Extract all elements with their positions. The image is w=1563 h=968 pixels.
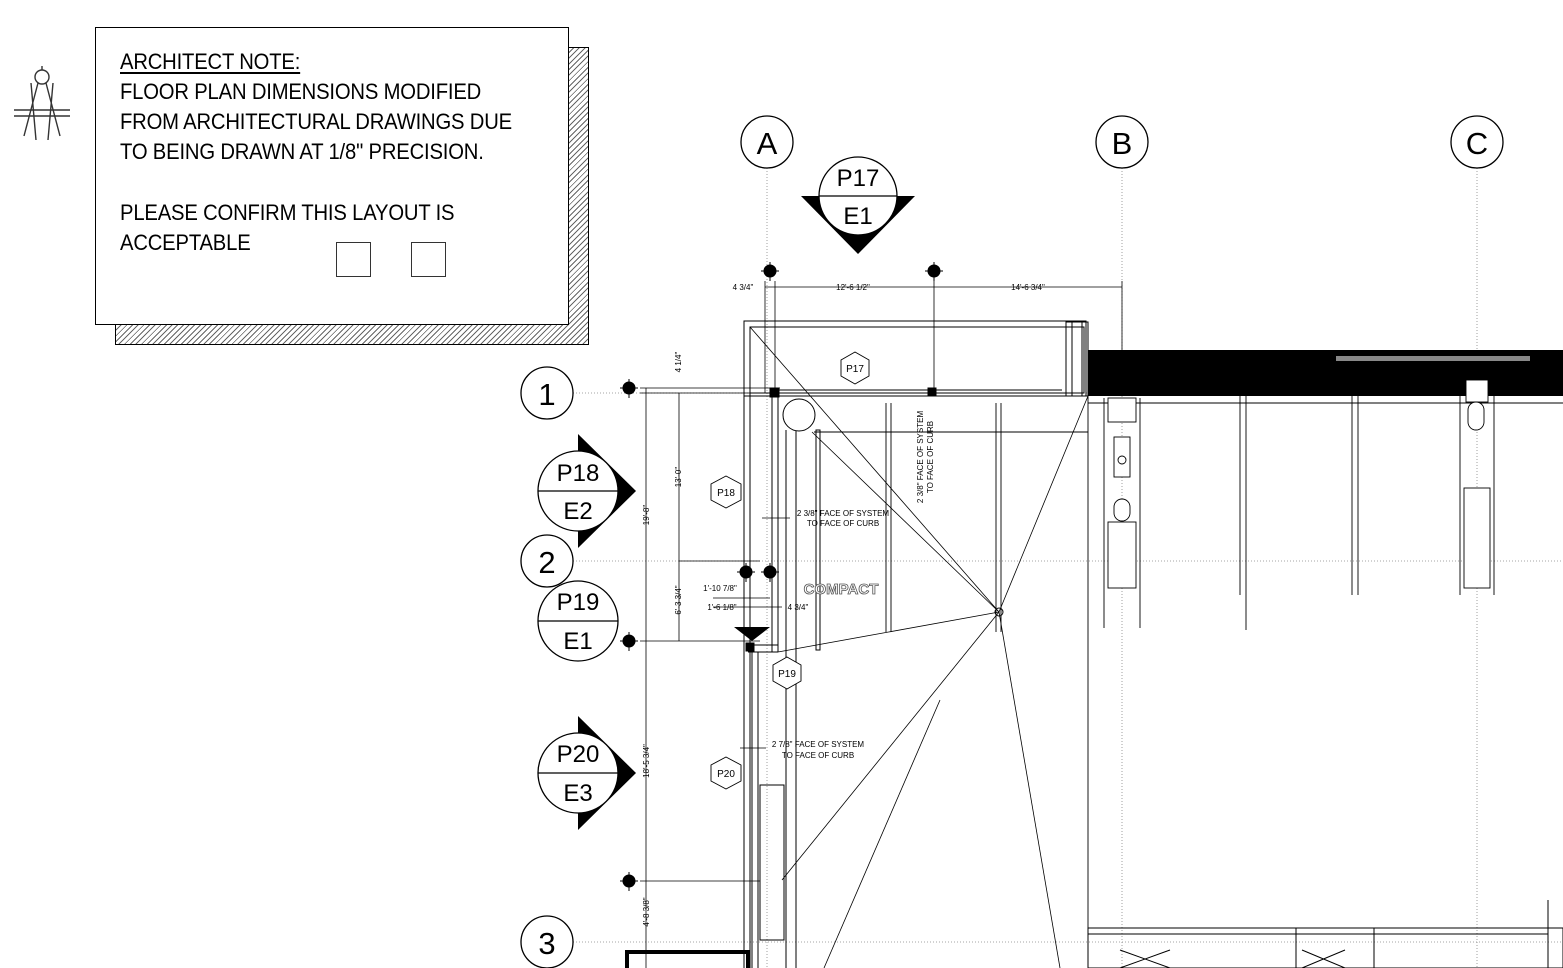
structure-lines [814, 396, 1563, 968]
compass-icon [14, 66, 70, 141]
dim-v-4-1-4: 4 1/4" [674, 352, 683, 373]
dim-top-left: 4 3/4" [733, 283, 754, 292]
callout-p18-bottom: E2 [563, 498, 592, 525]
diagonal-lines [749, 326, 1089, 968]
face-note-c-line1: 2 7/8" FACE OF SYSTEM [772, 740, 865, 749]
column-c-fixture [1459, 379, 1495, 595]
grid-label-b: B [1112, 126, 1133, 161]
callout-p17-top: P17 [837, 165, 880, 192]
grid-label-2: 2 [538, 545, 555, 580]
callout-p19-bottom: E1 [563, 628, 592, 655]
dim-h-4-3-4: 4 3/4" [788, 603, 809, 612]
hex-tag-p17: P17 [840, 351, 870, 385]
note-line-3: TO BEING DRAWN AT 1/8" PRECISION. [120, 139, 484, 164]
hex-tag-p18: P18 [710, 475, 742, 509]
face-note-b-line1: 2 3/8" FACE OF SYSTEM [916, 411, 925, 504]
hex-tag-p20: P20 [710, 756, 742, 790]
note-line-2: FROM ARCHITECTURAL DRAWINGS DUE [120, 109, 512, 134]
dim-v-18-5-3-4: 18'-5 3/4" [642, 744, 651, 778]
callout-p20-bottom: E3 [563, 780, 592, 807]
section-callout-p20: P20 E3 [537, 716, 636, 830]
note-line-5: ACCEPTABLE [120, 230, 251, 255]
grid-bubble-b: B [1095, 115, 1149, 169]
left-dimension-lines [640, 387, 782, 968]
grid-lines [573, 168, 1563, 968]
callout-p17-bottom: E1 [843, 203, 872, 230]
callout-p20-top: P20 [557, 741, 600, 768]
grid-bubble-c: C [1450, 115, 1504, 169]
dim-top-mid: 12'-6 1/2" [836, 283, 870, 292]
grid-label-c: C [1466, 126, 1488, 161]
dim-h-1-6-1-8: 1'-6 1/8" [707, 603, 736, 612]
hex-tag-p20-label: P20 [717, 769, 735, 780]
callout-p18-top: P18 [557, 460, 600, 487]
hex-tag-p17-label: P17 [846, 364, 864, 375]
dim-v-13-0: 13'-0" [674, 467, 683, 488]
column-circle [782, 398, 816, 432]
top-dimension-line [764, 281, 1123, 393]
dim-v-6-3-3-4: 6'-3 3/4" [674, 585, 683, 614]
section-callout-p19: P19 E1 [537, 580, 619, 662]
grid-bubble-3: 3 [520, 915, 574, 968]
grid-label-1: 1 [538, 377, 555, 412]
section-arrow-p19 [734, 627, 770, 641]
callout-p19-top: P19 [557, 589, 600, 616]
confirm-checkbox-2[interactable] [411, 242, 446, 277]
dim-h-1-10-7-8: 1'-10 7/8" [703, 584, 737, 593]
architect-note-box: ARCHITECT NOTE: FLOOR PLAN DIMENSIONS MO… [95, 27, 569, 325]
note-heading: ARCHITECT NOTE: [120, 49, 301, 74]
confirm-checkbox-1[interactable] [336, 242, 371, 277]
anchor-point [994, 607, 1004, 617]
hex-tag-p19: P19 [772, 656, 802, 690]
roof-band [1088, 350, 1563, 396]
dim-v-4-8-3-8: 4'-8 3/8" [642, 897, 651, 926]
dim-v-19-8: 19'-8" [642, 505, 651, 526]
hex-tag-p18-label: P18 [717, 488, 735, 499]
grid-bubble-1: 1 [520, 366, 574, 420]
section-callout-p18: P18 E2 [537, 434, 636, 548]
bottom-left-wall [625, 950, 750, 968]
grid-label-3: 3 [538, 926, 555, 961]
column-b-fixture [1103, 397, 1141, 628]
face-note-b-line2: TO FACE OF CURB [926, 421, 935, 493]
compact-label: COMPACT [804, 581, 879, 598]
face-note-a-line2: TO FACE OF CURB [807, 519, 879, 528]
storefront-system [743, 320, 1089, 968]
grid-label-a: A [757, 126, 778, 161]
dim-top-right: 14'-6 3/4" [1011, 283, 1045, 292]
note-line-4: PLEASE CONFIRM THIS LAYOUT IS [120, 200, 455, 225]
grid-bubble-2: 2 [520, 534, 574, 588]
bottom-right-structure [1087, 900, 1563, 968]
grid-bubble-a: A [740, 115, 794, 169]
datum-target-icon [620, 262, 943, 891]
face-note-c-line2: TO FACE OF CURB [782, 751, 854, 760]
face-note-a-line1: 2 3/8" FACE OF SYSTEM [797, 509, 890, 518]
section-callout-p17: P17 E1 [801, 156, 915, 254]
hex-tag-p19-label: P19 [778, 669, 796, 680]
note-line-1: FLOOR PLAN DIMENSIONS MODIFIED [120, 79, 482, 104]
